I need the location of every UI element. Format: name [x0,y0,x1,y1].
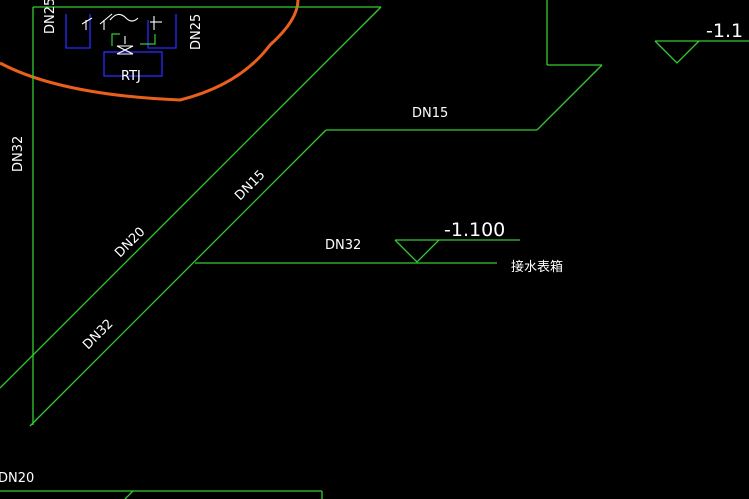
pipe-bottom-diagonal [124,490,134,499]
pipe-diagonal-right [29,129,327,427]
label-dn25-right: DN25 [189,14,204,50]
label-dn32-diagonal: DN32 [80,317,116,353]
fixture-details [81,13,162,55]
boundary-arc [0,0,300,102]
label-dn32-vertical: DN32 [11,136,26,172]
fixture-right-branch [147,14,177,49]
label-rtj: RTJ [121,69,141,84]
fixture-left-branch [65,14,91,49]
label-dn32-horizontal: DN32 [325,238,361,253]
elevation-marker-top-right [654,40,700,64]
label-elevation-top-right: -1.1 [706,20,743,42]
label-meter-box: 接水表箱 [511,259,563,275]
label-elevation-main: -1.100 [444,219,505,241]
label-dn15-diagonal: DN15 [232,168,268,204]
fixture-green-details [111,33,156,46]
pipe-dn15-diagonal-up [536,64,603,131]
pipe-diagonal-left [0,6,382,389]
label-dn15-top: DN15 [412,106,448,121]
label-dn20-diagonal: DN20 [112,225,148,261]
label-dn25-left: DN25 [43,0,58,34]
rtj-fixture [65,14,177,77]
elevation-marker-main [394,239,440,263]
label-dn20-bottom: DN20 [0,471,34,486]
valve-icon [116,45,134,55]
fixture-base [103,51,163,77]
